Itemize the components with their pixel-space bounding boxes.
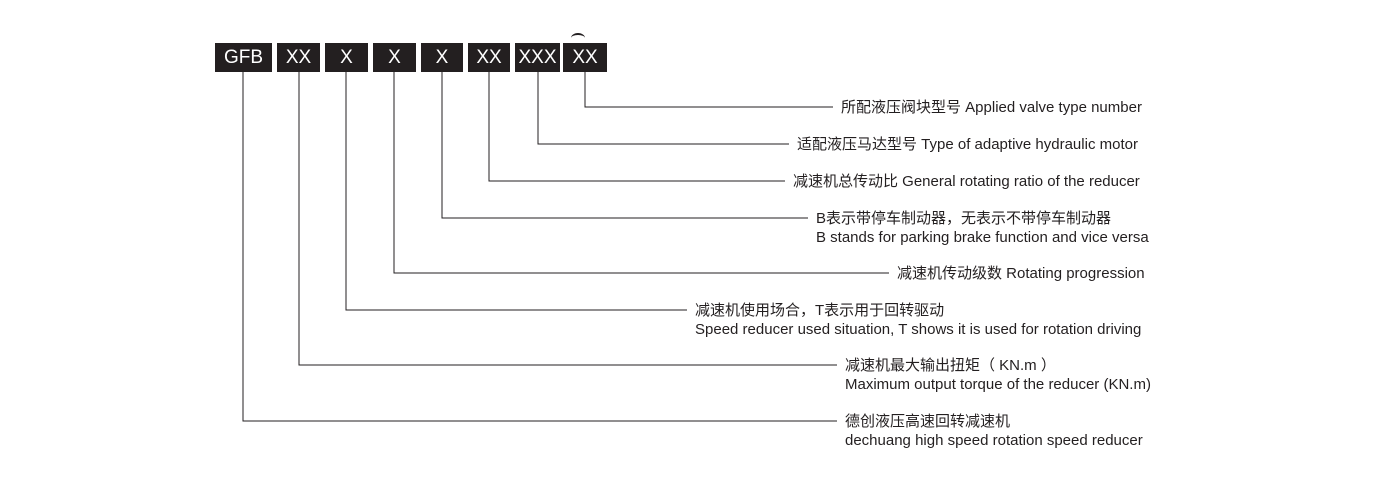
label-ratio: 减速机总传动比 General rotating ratio of the re… — [793, 172, 1140, 191]
label-valve-type-text: 所配液压阀块型号 Applied valve type number — [841, 99, 1142, 116]
decorative-arc — [571, 33, 585, 43]
leader-series — [242, 72, 837, 422]
label-series: 德创液压高速回转减速机 dechuang high speed rotation… — [845, 412, 1143, 450]
code-box-ratio: XX — [468, 43, 510, 72]
leader-brake — [441, 72, 808, 219]
leader-torque — [298, 72, 837, 366]
label-motor-type: 适配液压马达型号 Type of adaptive hydraulic moto… — [797, 135, 1138, 154]
label-usage-cn: 减速机使用场合，T表示用于回转驱动 — [695, 302, 945, 319]
label-stages-text: 减速机传动级数 Rotating progression — [897, 265, 1145, 282]
code-box-torque: XX — [277, 43, 320, 72]
label-usage-en: Speed reducer used situation, T shows it… — [695, 321, 1142, 338]
label-ratio-text: 减速机总传动比 General rotating ratio of the re… — [793, 173, 1140, 190]
label-torque: 减速机最大输出扭矩（ KN.m ） Maximum output torque … — [845, 356, 1151, 394]
label-series-en: dechuang high speed rotation speed reduc… — [845, 432, 1143, 449]
label-brake-cn: B表示带停车制动器，无表示不带停车制动器 — [816, 210, 1112, 227]
label-valve-type: 所配液压阀块型号 Applied valve type number — [841, 98, 1142, 117]
label-brake-en: B stands for parking brake function and … — [816, 229, 1149, 246]
label-brake: B表示带停车制动器，无表示不带停车制动器 B stands for parkin… — [816, 209, 1149, 247]
code-box-stages: X — [373, 43, 416, 72]
label-stages: 减速机传动级数 Rotating progression — [897, 264, 1145, 283]
label-torque-cn: 减速机最大输出扭矩（ KN.m ） — [845, 357, 1056, 374]
code-box-brake: X — [421, 43, 463, 72]
code-box-usage: X — [325, 43, 368, 72]
leader-stages — [393, 72, 889, 274]
label-series-cn: 德创液压高速回转减速机 — [845, 413, 1011, 430]
label-torque-en: Maximum output torque of the reducer (KN… — [845, 376, 1151, 393]
code-box-valve: XX — [563, 43, 607, 72]
leader-motor — [537, 72, 789, 145]
label-motor-type-text: 适配液压马达型号 Type of adaptive hydraulic moto… — [797, 136, 1138, 153]
code-box-motor: XXX — [515, 43, 560, 72]
leader-ratio — [488, 72, 785, 182]
label-usage: 减速机使用场合，T表示用于回转驱动 Speed reducer used sit… — [695, 301, 1141, 339]
leader-usage — [345, 72, 687, 311]
code-box-series: GFB — [215, 43, 272, 72]
leader-valve — [584, 72, 833, 108]
